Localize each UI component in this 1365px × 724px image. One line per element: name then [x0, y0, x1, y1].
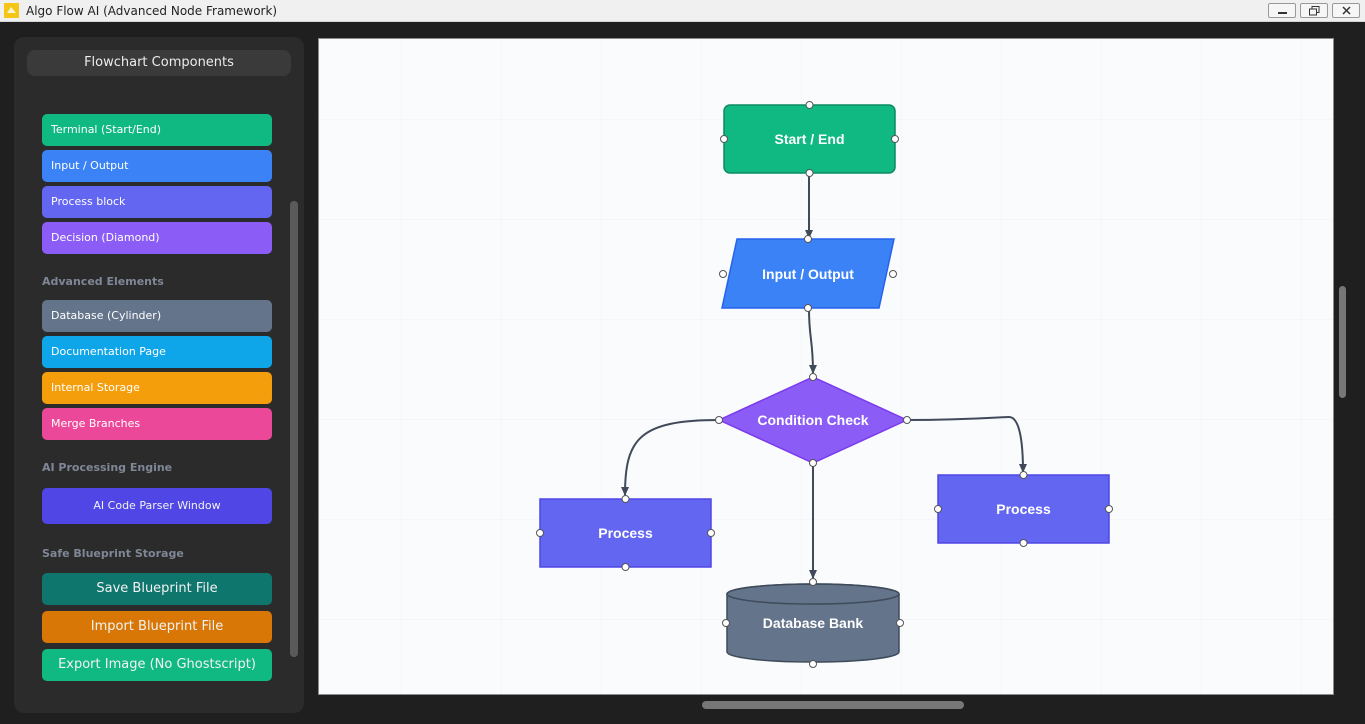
export-image-button[interactable]: Export Image (No Ghostscript) — [42, 649, 272, 681]
database-label: Database Bank — [763, 615, 864, 631]
input-output-shape — [721, 238, 895, 309]
process-node-left[interactable]: Process — [536, 495, 715, 571]
process-node-right[interactable]: Process — [934, 471, 1113, 547]
minimize-button[interactable] — [1268, 3, 1296, 18]
advanced-elements-label: Advanced Elements — [42, 275, 164, 288]
start-end-label: Start / End — [774, 131, 844, 147]
database-node[interactable]: Database Bank — [722, 578, 904, 668]
documentation-component-button[interactable]: Documentation Page — [42, 336, 272, 368]
input-output-node[interactable]: Input / Output — [719, 235, 897, 312]
import-blueprint-button[interactable]: Import Blueprint File — [42, 611, 272, 643]
process-left-handles[interactable] — [536, 495, 715, 571]
title-bar: Algo Flow AI (Advanced Node Framework) — [0, 0, 1365, 22]
ai-engine-label: AI Processing Engine — [42, 461, 173, 474]
close-button[interactable] — [1332, 3, 1360, 18]
terminal-component-button[interactable]: Terminal (Start/End) — [42, 114, 272, 146]
decision-handles[interactable] — [715, 373, 911, 467]
canvas-horizontal-scrollbar[interactable] — [702, 701, 964, 709]
restore-icon — [1309, 6, 1320, 16]
database-component-button[interactable]: Database (Cylinder) — [42, 300, 272, 332]
database-handles[interactable] — [722, 578, 904, 668]
flowchart-canvas[interactable]: Start / End Input / Output Condition Che… — [318, 38, 1334, 695]
process-component-button[interactable]: Process block — [42, 186, 272, 218]
sidebar-header: Flowchart Components — [27, 50, 291, 76]
connector-decision-to-process-left[interactable] — [621, 419, 720, 496]
process-left-label: Process — [598, 525, 653, 541]
input-output-handles[interactable] — [719, 235, 897, 312]
internal-storage-component-button[interactable]: Internal Storage — [42, 372, 272, 404]
flowchart-diagram[interactable]: Start / End Input / Output Condition Che… — [319, 39, 1334, 695]
process-right-label: Process — [996, 501, 1051, 517]
ai-code-parser-button[interactable]: AI Code Parser Window — [42, 488, 272, 524]
merge-branches-component-button[interactable]: Merge Branches — [42, 408, 272, 440]
minimize-icon — [1278, 12, 1287, 14]
decision-label: Condition Check — [757, 412, 868, 428]
connector-decision-to-process-right[interactable] — [906, 415, 1027, 473]
sidebar-scrollbar-thumb[interactable] — [290, 201, 298, 657]
maximize-button[interactable] — [1300, 3, 1328, 18]
input-output-component-button[interactable]: Input / Output — [42, 150, 272, 182]
sidebar-scrollbar[interactable] — [290, 201, 298, 657]
canvas-vertical-scrollbar[interactable] — [1339, 286, 1346, 398]
decision-component-button[interactable]: Decision (Diamond) — [42, 222, 272, 254]
start-end-node[interactable]: Start / End — [720, 101, 899, 177]
app-icon — [4, 3, 19, 18]
start-end-handles[interactable] — [720, 101, 899, 177]
sidebar-panel: Flowchart Components Terminal (Start/End… — [14, 37, 304, 713]
close-icon — [1342, 6, 1351, 15]
input-output-label: Input / Output — [762, 266, 854, 282]
blueprint-storage-label: Safe Blueprint Storage — [42, 547, 184, 560]
decision-node[interactable]: Condition Check — [715, 373, 911, 467]
process-right-handles[interactable] — [934, 471, 1113, 547]
save-blueprint-button[interactable]: Save Blueprint File — [42, 573, 272, 605]
window-title: Algo Flow AI (Advanced Node Framework) — [26, 4, 278, 18]
connector-io-to-decision[interactable] — [808, 308, 817, 374]
